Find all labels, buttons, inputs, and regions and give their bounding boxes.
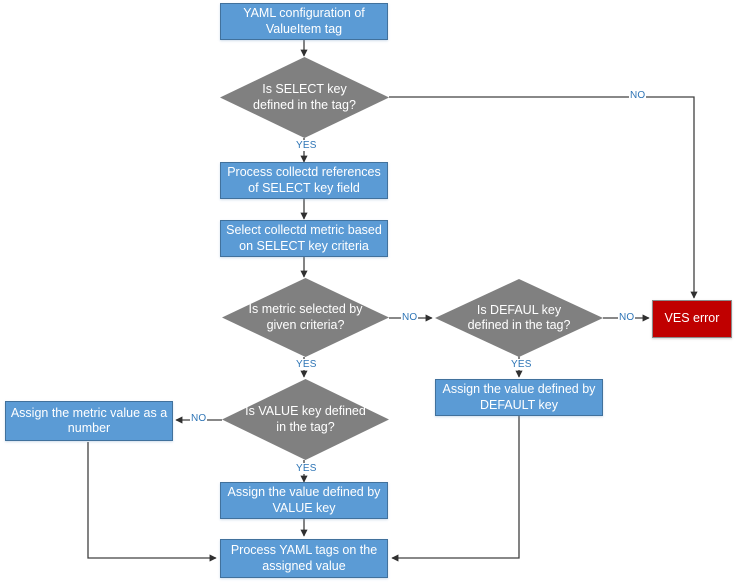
edge-assign-number-to-process-yaml <box>87 442 217 562</box>
diamond-shape <box>222 379 389 460</box>
node-label: Process collectd references of SELECT ke… <box>227 165 381 195</box>
edge-label-select-no: NO <box>629 90 647 101</box>
node-process-yaml-tags[interactable]: Process YAML tags on the assigned value <box>220 539 388 578</box>
node-assign-value-default-key[interactable]: Assign the value defined by DEFAULT key <box>435 379 603 416</box>
node-label: Select collectd metric based on SELECT k… <box>226 223 382 253</box>
diamond-shape <box>220 57 389 138</box>
node-decision-select-key[interactable]: Is SELECT key defined in the tag? <box>220 57 389 138</box>
node-label: Assign the metric value as a number <box>10 405 168 435</box>
node-label: YAML configuration of ValueItem tag <box>243 6 365 36</box>
node-label: Is VALUE key defined in the tag? <box>245 404 366 434</box>
node-process-collectd-references[interactable]: Process collectd references of SELECT ke… <box>220 162 388 199</box>
node-ves-error[interactable]: VES error <box>652 300 732 338</box>
node-select-collectd-metric[interactable]: Select collectd metric based on SELECT k… <box>220 220 388 257</box>
node-decision-metric-selected[interactable]: Is metric selected by given criteria? <box>222 278 389 357</box>
node-label: Is DEFAUL key defined in the tag? <box>467 302 571 332</box>
edge-select-no-to-error <box>389 96 698 299</box>
node-label: Is metric selected by given criteria? <box>248 302 363 332</box>
edge-assign-default-to-process-yaml <box>391 416 520 562</box>
node-label: Assign the value defined by VALUE key <box>227 485 381 515</box>
node-yaml-configuration[interactable]: YAML configuration of ValueItem tag <box>220 3 388 40</box>
edge-label-default-no: NO <box>618 312 636 323</box>
diamond-shape <box>435 279 603 357</box>
node-decision-value-key[interactable]: Is VALUE key defined in the tag? <box>222 379 389 460</box>
node-label: Process YAML tags on the assigned value <box>230 543 378 573</box>
node-assign-metric-value-number[interactable]: Assign the metric value as a number <box>5 401 173 441</box>
node-label: Is SELECT key defined in the tag? <box>253 82 356 112</box>
node-label: VES error <box>664 311 720 326</box>
node-label: Assign the value defined by DEFAULT key <box>442 382 596 412</box>
edge-label-value-no: NO <box>190 413 208 424</box>
diamond-shape <box>222 278 389 357</box>
node-assign-value-value-key[interactable]: Assign the value defined by VALUE key <box>220 482 388 519</box>
edge-label-metric-yes: YES <box>295 359 318 370</box>
node-decision-default-key[interactable]: Is DEFAUL key defined in the tag? <box>435 279 603 357</box>
edge-label-value-yes: YES <box>295 463 318 474</box>
edge-label-metric-no: NO <box>401 312 419 323</box>
edge-label-select-yes: YES <box>295 140 318 151</box>
edge-label-default-yes: YES <box>510 359 533 370</box>
